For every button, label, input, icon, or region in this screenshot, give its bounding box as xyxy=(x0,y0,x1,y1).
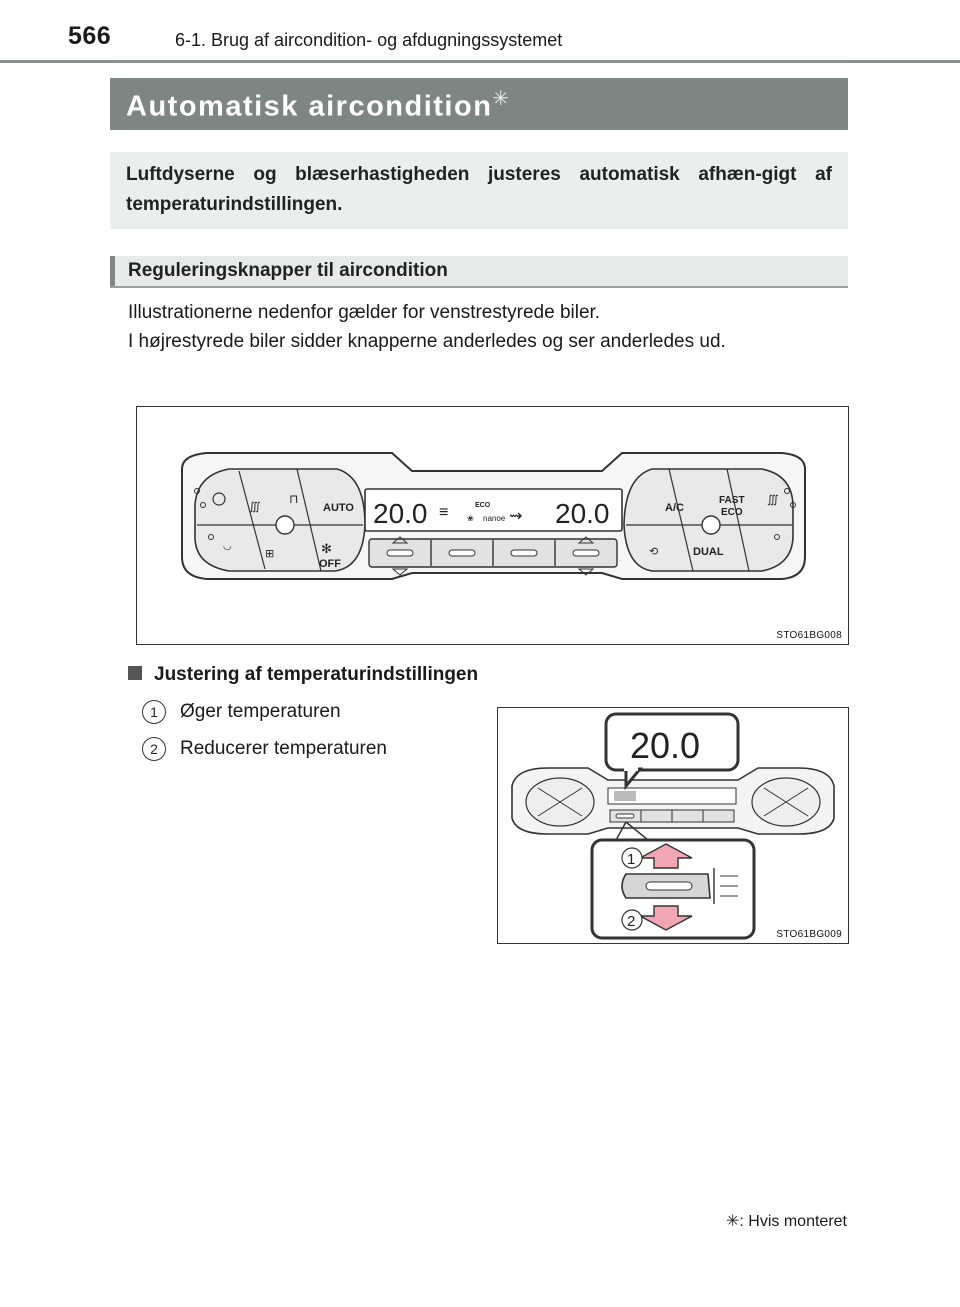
step-text-2: Reducerer temperaturen xyxy=(180,738,387,759)
body-line-1: Illustrationerne nedenfor gælder for ven… xyxy=(128,302,601,323)
auto-label: AUTO xyxy=(323,502,354,514)
section-heading: Justering af temperaturindstillingen xyxy=(128,664,478,686)
footnote: ✳: Hvis monteret xyxy=(726,1211,847,1231)
title-band: Automatisk aircondition✳ xyxy=(110,78,848,130)
callout-2: 2 xyxy=(627,913,635,930)
nanoe-label: nanoe xyxy=(483,514,506,523)
figure-code: STO61BG009 xyxy=(776,929,842,940)
step-number-2: 2 xyxy=(142,737,166,761)
fast-eco-label: ECO xyxy=(721,507,743,518)
climate-panel-illustration: ∭ ⊓ AUTO ◡ ⊞ ✻ OFF A/C FAST ECO ⟲ DUAL ∭… xyxy=(181,452,806,580)
page-title-text: Automatisk aircondition xyxy=(126,90,493,123)
callout-1: 1 xyxy=(627,851,635,868)
svg-text:❀: ❀ xyxy=(467,514,474,523)
subheading-text: Reguleringsknapper til aircondition xyxy=(128,260,448,281)
step-1: 1 Øger temperaturen xyxy=(142,700,341,724)
svg-text:⊞: ⊞ xyxy=(265,548,274,560)
footnote-text: : Hvis monteret xyxy=(739,1213,847,1230)
ac-label: A/C xyxy=(665,502,684,514)
body-text: Illustrationerne nedenfor gælder for ven… xyxy=(128,298,842,356)
figure-temperature-detail: 20.0 1 2 STO61BG009 xyxy=(497,707,849,944)
header-rule xyxy=(0,60,960,63)
subheading-bar xyxy=(110,256,115,286)
fast-label: FAST xyxy=(719,495,745,506)
step-number-1: 1 xyxy=(142,700,166,724)
svg-text:⟲: ⟲ xyxy=(649,546,658,558)
section-heading-text: Justering af temperaturindstillingen xyxy=(154,664,479,685)
page-number: 566 xyxy=(68,22,112,50)
decrease-arrow-icon xyxy=(639,905,693,931)
footnote-marker: ✳ xyxy=(726,1213,740,1230)
intro-text: Luftdyserne og blæserhastigheden justere… xyxy=(126,164,832,215)
step-text-1: Øger temperaturen xyxy=(180,701,341,722)
display-right-temp: 20.0 xyxy=(555,498,610,529)
step-2: 2 Reducerer temperaturen xyxy=(142,737,387,761)
if-equipped-marker: ✳ xyxy=(492,88,511,110)
running-head: 6-1. Brug af aircondition- og afdugnings… xyxy=(175,30,563,50)
svg-text:⊓: ⊓ xyxy=(289,492,298,506)
display-left-temp: 20.0 xyxy=(373,498,428,529)
svg-text:∭: ∭ xyxy=(767,494,779,506)
dual-label: DUAL xyxy=(693,546,724,558)
square-bullet-icon xyxy=(128,666,142,680)
body-line-2: I højrestyrede biler sidder knapperne an… xyxy=(128,331,726,352)
detail-display-temp: 20.0 xyxy=(630,725,700,766)
eco-label: ECO xyxy=(475,502,491,509)
svg-text:◡: ◡ xyxy=(223,541,232,552)
intro-box: Luftdyserne og blæserhastigheden justere… xyxy=(110,152,848,229)
figure-climate-panel: ∭ ⊓ AUTO ◡ ⊞ ✻ OFF A/C FAST ECO ⟲ DUAL ∭… xyxy=(136,406,849,645)
svg-text:≡: ≡ xyxy=(439,504,448,521)
svg-text:∭: ∭ xyxy=(249,501,261,513)
temperature-detail-illustration: 20.0 1 2 xyxy=(511,712,835,940)
figure-code: STO61BG008 xyxy=(776,630,842,641)
page-title: Automatisk aircondition✳ xyxy=(126,86,511,124)
off-label: OFF xyxy=(319,558,341,570)
svg-text:✻: ✻ xyxy=(321,541,332,556)
svg-text:⇝: ⇝ xyxy=(509,508,522,525)
subheading: Reguleringsknapper til aircondition xyxy=(110,256,848,288)
